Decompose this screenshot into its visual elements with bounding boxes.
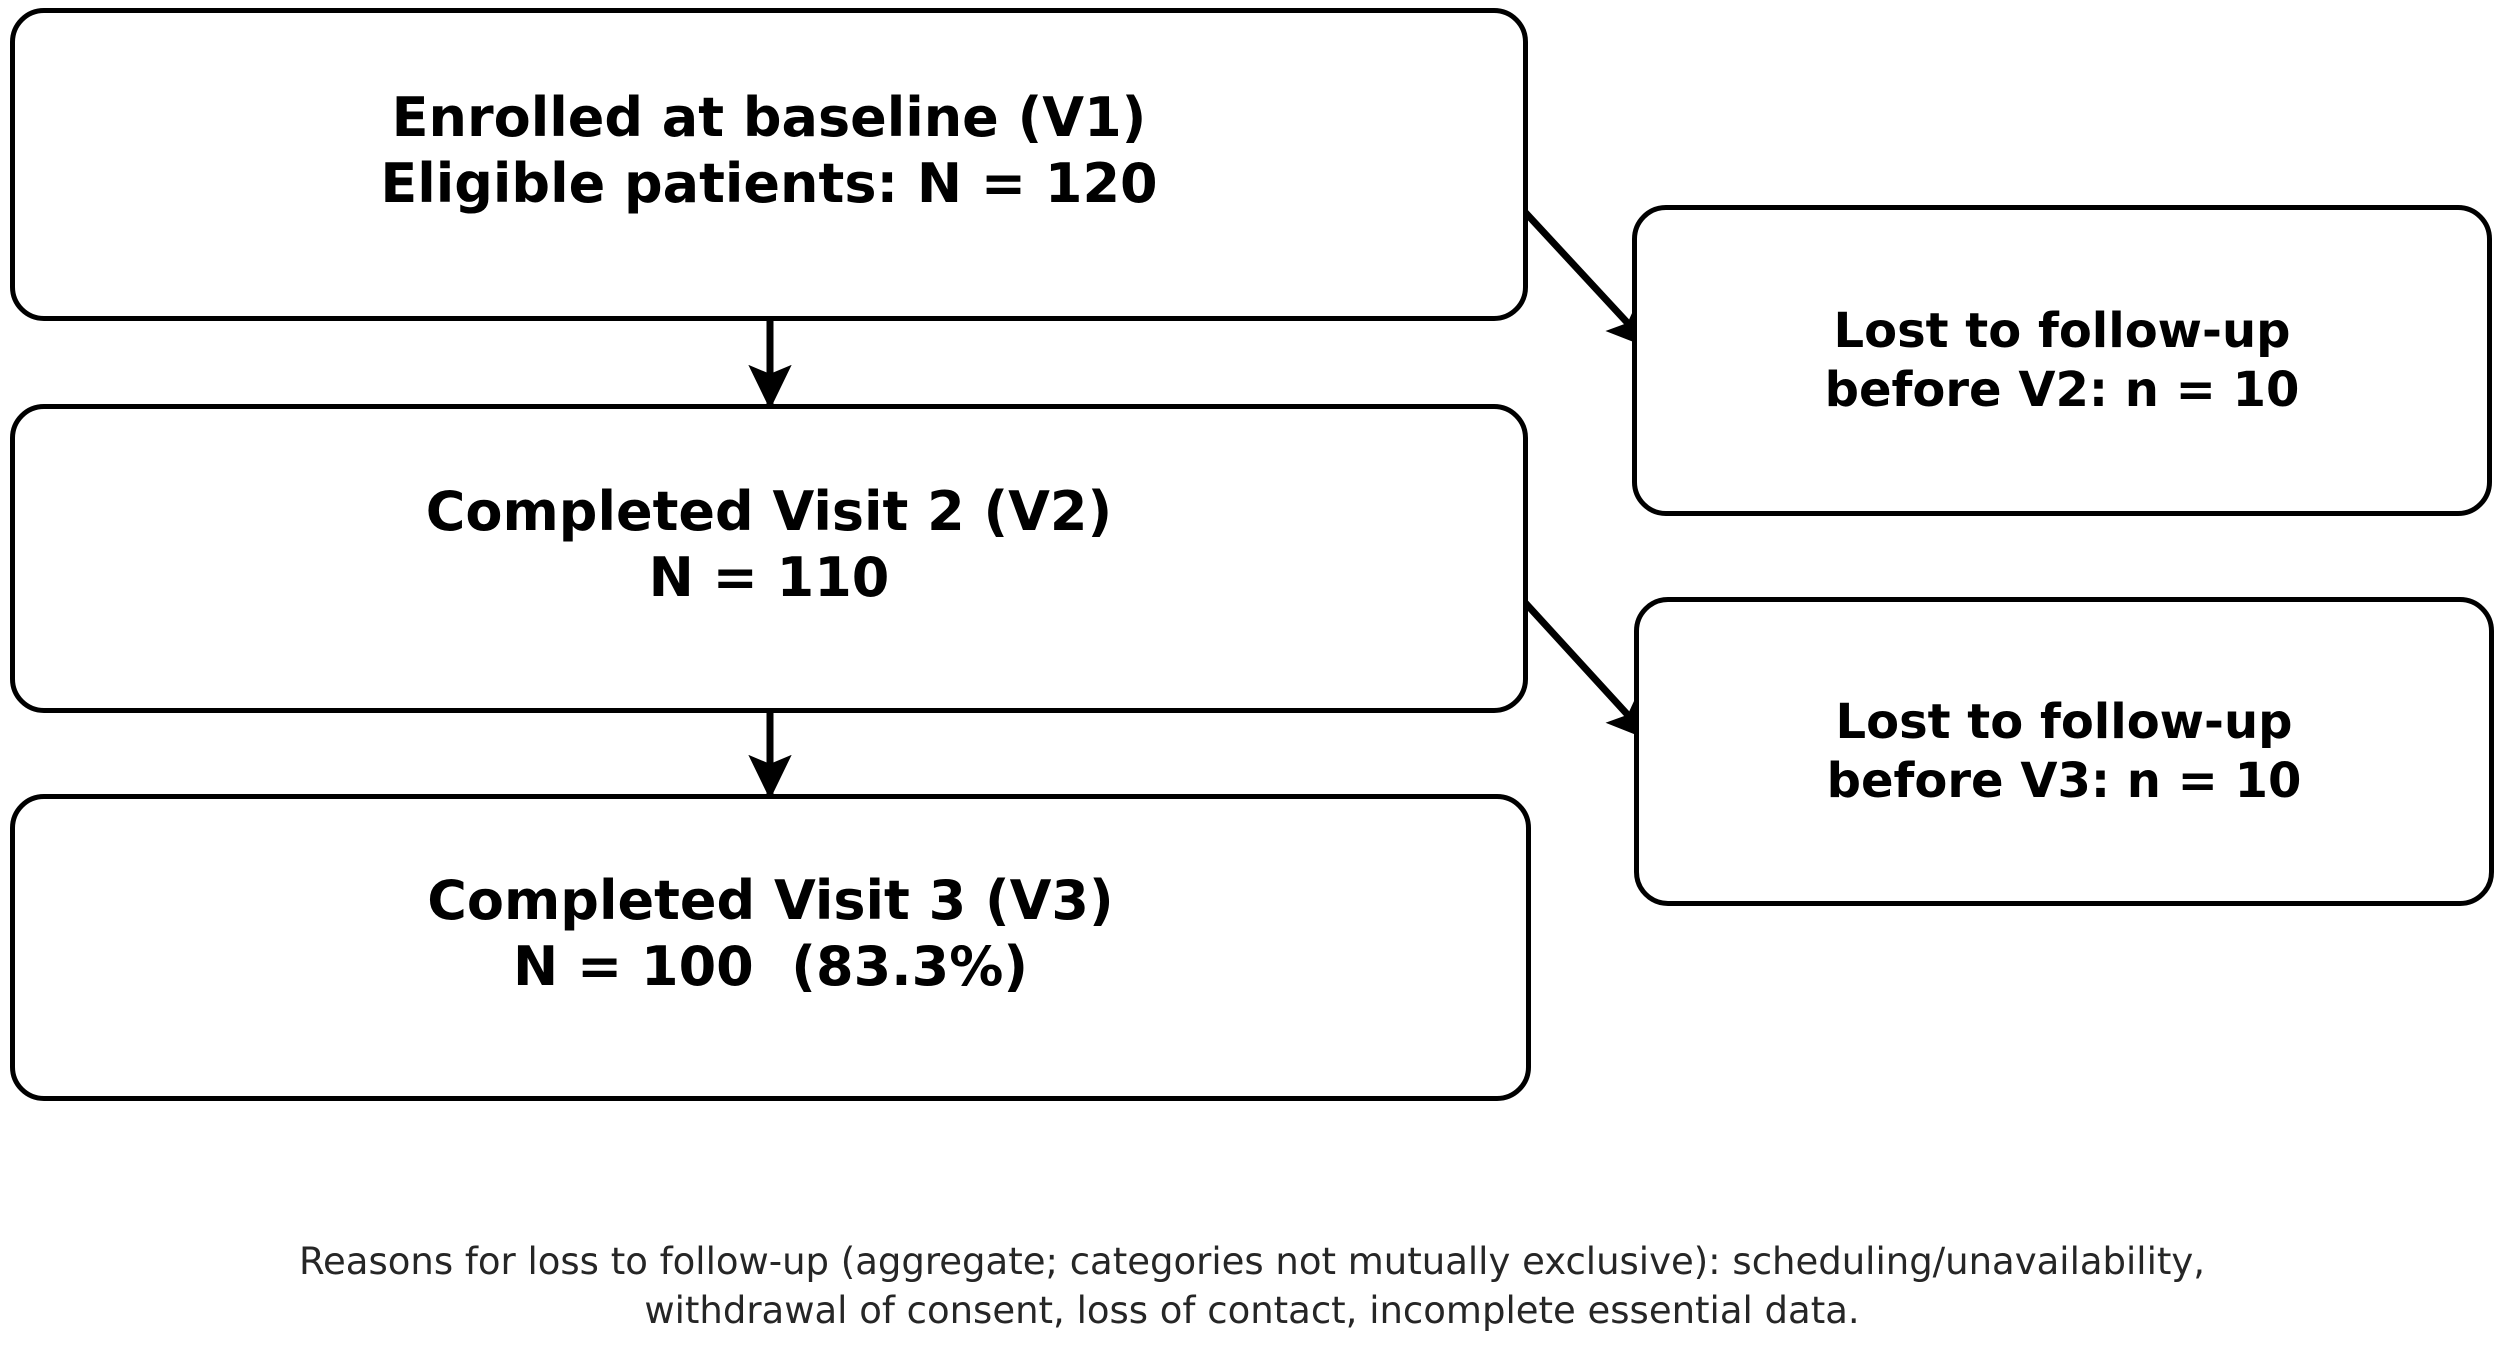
node-line-primary: Completed Visit 3 (V3) xyxy=(427,868,1114,932)
footnote-line-1: Reasons for loss to follow-up (aggregate… xyxy=(298,1240,2206,1283)
node-enrolled-at-baseline[interactable]: Enrolled at baseline (V1) Eligible patie… xyxy=(10,8,1528,321)
node-line-primary: Lost to follow-up xyxy=(1833,302,2291,359)
node-line-secondary: N = 110 xyxy=(648,545,890,609)
node-line-secondary: before V2: n = 10 xyxy=(1824,361,2300,418)
node-line-secondary: Eligible patients: N = 120 xyxy=(380,151,1158,215)
footnote: Reasons for loss to follow-up (aggregate… xyxy=(0,1238,2504,1336)
node-line-primary: Lost to follow-up xyxy=(1835,693,2293,750)
node-lost-to-follow-up-before-v3[interactable]: Lost to follow-up before V3: n = 10 xyxy=(1634,597,2494,906)
node-completed-visit-2[interactable]: Completed Visit 2 (V2) N = 110 xyxy=(10,404,1528,713)
node-line-primary: Completed Visit 2 (V2) xyxy=(425,479,1113,543)
node-completed-visit-3[interactable]: Completed Visit 3 (V3) N = 100 (83.3%) xyxy=(10,794,1531,1101)
footnote-line-2: withdrawal of consent, loss of contact, … xyxy=(644,1288,1860,1332)
node-lost-to-follow-up-before-v2[interactable]: Lost to follow-up before V2: n = 10 xyxy=(1632,205,2492,516)
node-text-block: Enrolled at baseline (V1) Eligible patie… xyxy=(380,85,1157,217)
node-text-block: Completed Visit 2 (V2) N = 110 xyxy=(426,479,1112,611)
node-text-block: Lost to follow-up before V2: n = 10 xyxy=(1825,302,2300,419)
node-line-primary: Enrolled at baseline (V1) xyxy=(391,85,1147,149)
node-text-block: Lost to follow-up before V3: n = 10 xyxy=(1827,693,2302,810)
node-line-secondary: before V3: n = 10 xyxy=(1826,752,2302,809)
node-text-block: Completed Visit 3 (V3) N = 100 (83.3%) xyxy=(427,868,1113,1000)
node-line-secondary: N = 100 (83.3%) xyxy=(512,934,1029,998)
